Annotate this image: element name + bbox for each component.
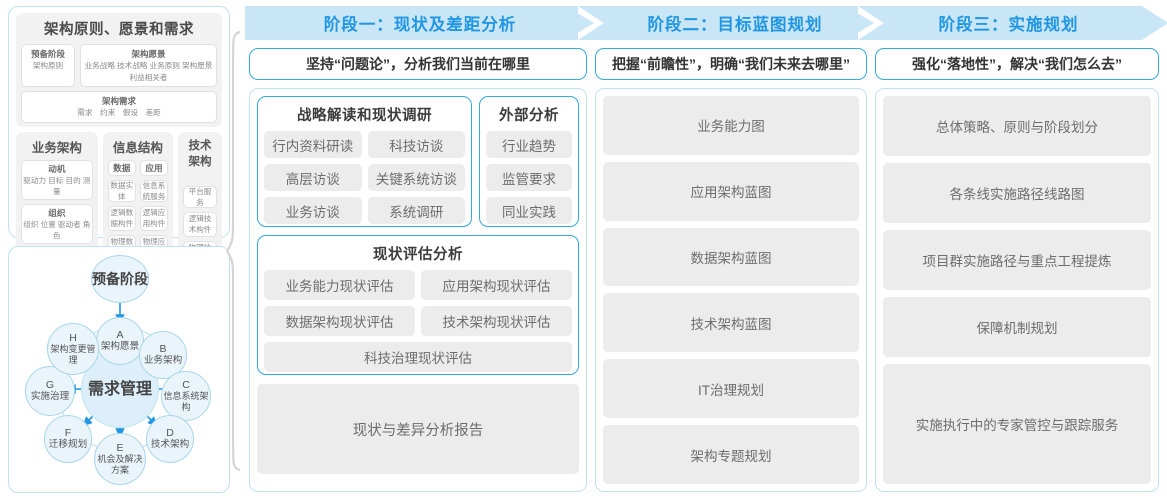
external-analysis-card: 外部分析 行业趋势 监管要求 同业实践 (479, 96, 579, 227)
chip-stage2-1[interactable]: 应用架构蓝图 (603, 161, 859, 221)
togaf-adm-cycle: 预备阶段 需求管理 A 架构愿景 B 业务架构 C 信息系统架构 D 技术架构 … (8, 246, 230, 493)
chip-stage3-4[interactable]: 实施执行中的专家管控与跟踪服务 (883, 364, 1151, 484)
research-chip-grid: 行内资料研读 科技访谈 高层访谈 关键系统访谈 业务访谈 系统调研 (264, 131, 465, 224)
stage-subtitle-3: 强化“落地性”，解决“我们怎么去” (875, 48, 1159, 80)
external-chip-grid: 行业趋势 监管要求 同业实践 (486, 131, 572, 224)
adm-node-b: B 业务架构 (139, 331, 187, 379)
adm-node-d: D 技术架构 (146, 415, 194, 463)
chip-research-5[interactable]: 系统调研 (367, 197, 465, 224)
chip-research-1[interactable]: 科技访谈 (367, 131, 465, 158)
chip-external-2[interactable]: 同业实践 (486, 197, 572, 224)
chip-stage3-1[interactable]: 各条线实施路径线路图 (883, 163, 1151, 223)
adm-node-prep: 预备阶段 (91, 255, 149, 303)
fw-box-vision: 架构愿景 业务战略 技术战略 业务原则 架构愿景 利益相关者 (80, 44, 217, 87)
architecture-principles-section: 架构原则、愿景和需求 预备阶段 架构原则 架构愿景 业务战略 技术战略 业务原则… (16, 13, 222, 127)
chip-stage3-2[interactable]: 项目群实施路径与重点工程提炼 (883, 230, 1151, 290)
adm-node-a: A 架构愿景 (96, 317, 144, 365)
chip-assessment-1[interactable]: 应用架构现状评估 (421, 270, 572, 300)
chip-assessment-4[interactable]: 科技治理现状评估 (264, 342, 572, 372)
chip-gap-analysis-report[interactable]: 现状与差异分析报告 (257, 384, 579, 474)
framework-title: 架构原则、愿景和需求 (44, 22, 194, 38)
chip-assessment-0[interactable]: 业务能力现状评估 (264, 270, 415, 300)
ba-item-organization: 组织 组织 位置 驱动者 角色 (21, 203, 93, 244)
fw-box-prep: 预备阶段 架构原则 (21, 44, 75, 87)
fw-box-requirements: 架构需求 需求 约束 假设 差距 (21, 91, 217, 123)
chip-stage2-0[interactable]: 业务能力图 (603, 96, 859, 155)
chip-stage2-5[interactable]: 架构专题规划 (603, 425, 859, 484)
adm-node-h: H 架构变更管理 (47, 323, 99, 375)
chip-assessment-3[interactable]: 技术架构现状评估 (421, 306, 572, 336)
chip-research-2[interactable]: 高层访谈 (264, 164, 362, 191)
stage-3-column: 总体策略、原则与阶段划分 各条线实施路径线路图 项目群实施路径与重点工程提炼 保… (875, 88, 1159, 492)
chip-stage2-3[interactable]: 技术架构蓝图 (603, 293, 859, 353)
chip-research-4[interactable]: 业务访谈 (264, 197, 362, 224)
brace-connector (226, 30, 241, 472)
chip-research-3[interactable]: 关键系统访谈 (367, 164, 465, 191)
research-card: 战略解读和现状调研 行内资料研读 科技访谈 高层访谈 关键系统访谈 业务访谈 系… (257, 96, 472, 227)
stage-band-2: 阶段二：目标蓝图规划 (595, 6, 875, 40)
stage-band-1: 阶段一：现状及差距分析 (245, 6, 595, 40)
chip-external-0[interactable]: 行业趋势 (486, 131, 572, 158)
stage-subtitle-2: 把握“前瞻性”，明确“我们未来去哪里” (595, 48, 867, 80)
chip-external-1[interactable]: 监管要求 (486, 164, 572, 191)
left-reference-panel: 架构原则、愿景和需求 预备阶段 架构原则 架构愿景 业务战略 技术战略 业务原则… (8, 6, 230, 493)
ba-item-motivation: 动机 驱动力 目标 目的 测量 (21, 159, 93, 200)
togaf-content-framework: 架构原则、愿景和需求 预备阶段 架构原则 架构愿景 业务战略 技术战略 业务原则… (8, 6, 230, 339)
stage-band-3: 阶段三：实施规划 (875, 6, 1142, 40)
chip-research-0[interactable]: 行内资料研读 (264, 131, 362, 158)
chip-assessment-2[interactable]: 数据架构现状评估 (264, 306, 415, 336)
assessment-card: 现状评估分析 业务能力现状评估 应用架构现状评估 数据架构现状评估 技术架构现状… (257, 235, 579, 375)
is-subcolumn-application: 应用 信息系统服务 逻辑应用构件 物理应用构件 (139, 159, 169, 264)
stage-subtitle-1: 坚持“问题论”，分析我们当前在哪里 (249, 48, 587, 80)
adm-node-c: C 信息系统架构 (161, 371, 211, 421)
assessment-chip-grid: 业务能力现状评估 应用架构现状评估 数据架构现状评估 技术架构现状评估 科技治理… (264, 270, 572, 372)
adm-node-e: E 机会及解决方案 (94, 433, 146, 485)
stage-1-column: 战略解读和现状调研 行内资料研读 科技访谈 高层访谈 关键系统访谈 业务访谈 系… (249, 88, 587, 492)
band-arrow-tip (1142, 6, 1167, 40)
adm-node-f: F 迁移规划 (44, 415, 92, 463)
chip-stage3-0[interactable]: 总体策略、原则与阶段划分 (883, 96, 1151, 156)
chip-stage2-2[interactable]: 数据架构蓝图 (603, 227, 859, 287)
chip-stage3-3[interactable]: 保障机制规划 (883, 297, 1151, 357)
stage-2-column: 业务能力图 应用架构蓝图 数据架构蓝图 技术架构蓝图 IT治理规划 架构专题规划 (595, 88, 867, 492)
chip-stage2-4[interactable]: IT治理规划 (603, 359, 859, 419)
